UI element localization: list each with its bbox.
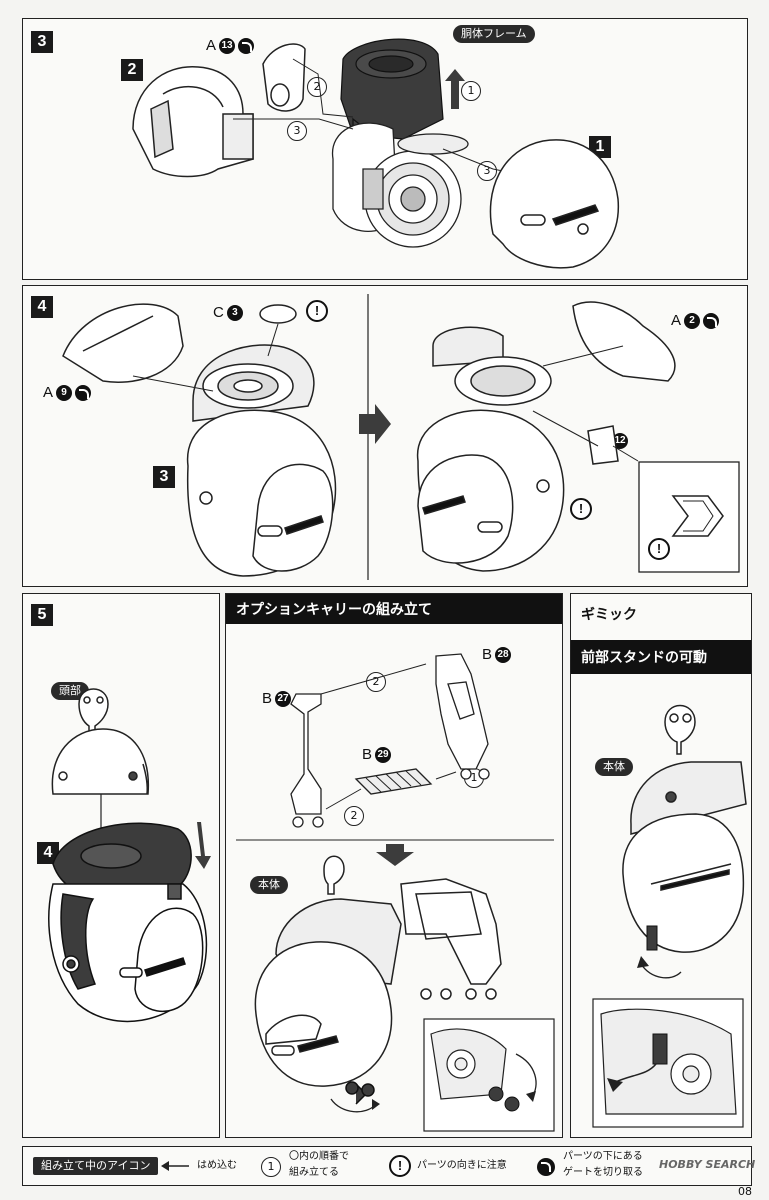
sequence-marker: 2	[307, 77, 327, 97]
order-icon: 1	[261, 1157, 281, 1177]
step-5-badge: 5	[31, 604, 53, 626]
part-b29-label: B 29	[362, 746, 392, 764]
part-b28-label: B 28	[482, 646, 512, 664]
gimmick-subtitle: 前部スタンドの可動	[571, 640, 751, 674]
step-3-badge: 3	[31, 31, 53, 53]
step-4-illustration	[62, 294, 740, 580]
sub-badge-3: 3	[153, 466, 175, 488]
gimmick-illustration	[592, 704, 747, 1128]
part-letter: A	[206, 37, 217, 54]
gimmick-panel: ギミック 前部スタンドの可動 本体	[570, 593, 752, 1138]
step-3-panel: 3 A 13 胴体フレーム 2 1 2 3 3 1	[22, 18, 748, 280]
insert-arrow-icon	[161, 1161, 189, 1171]
part-letter: B	[262, 690, 273, 707]
legend-gate-line1: パーツの下にある	[563, 1151, 643, 1162]
caution-icon: !	[389, 1155, 411, 1177]
part-letter: A	[43, 384, 54, 401]
step-4-panel: 4 A 9 C 3 A 2 A 12 3 ! !	[22, 285, 748, 587]
part-a9-label: A 9	[43, 384, 92, 402]
caution-icon: !	[648, 538, 670, 560]
sub-badge-2: 2	[121, 59, 143, 81]
gate-cut-icon	[703, 313, 720, 329]
step-4-badge: 4	[31, 296, 53, 318]
gimmick-title: ギミック	[581, 607, 637, 623]
option-carry-panel: オプションキャリーの組み立て B 27 B 28 B 29 2 1 2 本体	[225, 593, 563, 1138]
part-number: 13	[219, 38, 236, 54]
legend-insert-text: はめ込む	[197, 1160, 237, 1171]
option-carry-title: オプションキャリーの組み立て	[226, 594, 562, 624]
part-b27-label: B 27	[262, 690, 292, 708]
part-a2-label: A 2	[671, 312, 720, 330]
step-5-panel: 5 頭部 4	[22, 593, 220, 1138]
legend-title: 組み立て中のアイコン	[33, 1157, 159, 1175]
sequence-marker: 1	[461, 81, 481, 101]
gate-cut-icon	[238, 38, 255, 54]
part-number: 9	[56, 385, 73, 401]
part-a13-label: A 13	[206, 37, 255, 55]
caution-icon: !	[570, 498, 592, 520]
part-letter: A	[671, 312, 682, 329]
part-number: 29	[375, 747, 392, 763]
caution-icon: !	[306, 300, 328, 322]
icon-legend-bar: 組み立て中のアイコン はめ込む 1 〇内の順番で 組み立てる ! パーツの向きに…	[22, 1146, 756, 1186]
sequence-marker: 2	[344, 806, 364, 826]
part-number: 2	[684, 313, 701, 329]
frame-label: 胴体フレーム	[453, 25, 535, 43]
sequence-marker: 3	[477, 161, 497, 181]
gate-cut-icon	[75, 385, 92, 401]
legend-order-line1: 〇内の順番で	[289, 1151, 349, 1162]
part-number: 27	[275, 691, 292, 707]
page-number: 08	[738, 1185, 752, 1198]
body-label: 本体	[250, 876, 288, 894]
part-number: 3	[226, 305, 243, 321]
watermark-logo: HOBBY SEARCH	[659, 1158, 756, 1171]
head-label: 頭部	[51, 682, 89, 700]
legend-caution-text: パーツの向きに注意	[417, 1160, 507, 1171]
sequence-marker: 3	[287, 121, 307, 141]
part-letter: B	[482, 646, 493, 663]
gate-cut-icon	[537, 1158, 555, 1176]
part-letter: C	[213, 304, 224, 321]
step-3-illustration	[132, 38, 620, 269]
part-c3-label: C 3	[213, 304, 243, 322]
part-letter: B	[362, 746, 373, 763]
legend-gate-line2: ゲートを切り取る	[563, 1167, 643, 1178]
step-5-illustration	[48, 688, 211, 1023]
sub-badge-4: 4	[37, 842, 59, 864]
part-number: 28	[495, 647, 512, 663]
legend-order-line2: 組み立てる	[289, 1167, 339, 1178]
body-label: 本体	[595, 758, 633, 776]
option-carry-illustration	[236, 653, 555, 1132]
